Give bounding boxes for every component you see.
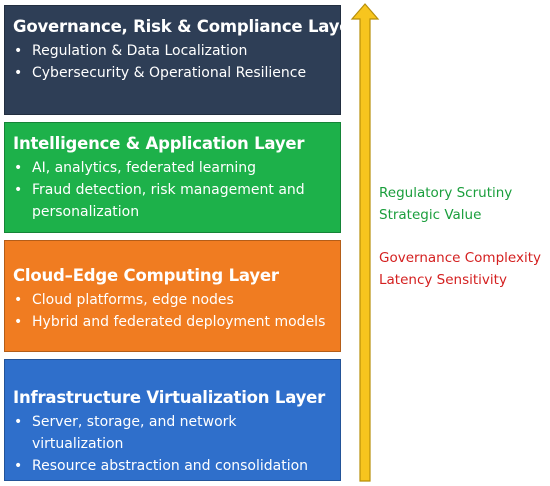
governance-bullet-2: Cybersecurity & Operational Resilience (13, 62, 332, 84)
infrastructure-bullet-2: Resource abstraction and consolidation (13, 455, 332, 477)
cloud-edge-bullet-2: Hybrid and federated deployment models (13, 311, 332, 333)
intelligence-bullet-1: AI, analytics, federated learning (13, 157, 332, 179)
intelligence-bullet-2: Fraud detection, risk management and per… (13, 179, 322, 223)
governance-layer-title: Governance, Risk & Compliance Layer (13, 17, 359, 36)
governance-bullet-1: Regulation & Data Localization (13, 40, 332, 62)
governance-complexity-label: Governance Complexity (379, 250, 541, 266)
strategic-value-label: Strategic Value (379, 207, 482, 223)
infrastructure-layer-box: Infrastructure Virtualization Layer Serv… (4, 359, 341, 481)
cloud-edge-bullet-1: Cloud platforms, edge nodes (13, 289, 332, 311)
intelligence-layer-title: Intelligence & Application Layer (13, 134, 305, 153)
latency-sensitivity-label: Latency Sensitivity (379, 272, 507, 288)
red-side-labels: Governance Complexity Latency Sensitivit… (379, 247, 541, 291)
arrow-shape (350, 3, 380, 482)
upward-arrow-icon (350, 3, 380, 482)
infrastructure-layer-title: Infrastructure Virtualization Layer (13, 388, 326, 407)
infrastructure-bullet-1: Server, storage, and network virtualizat… (13, 411, 332, 455)
governance-layer-box: Governance, Risk & Compliance Layer Regu… (4, 5, 359, 115)
governance-layer-bullets: Regulation & Data Localization Cybersecu… (13, 40, 332, 84)
intelligence-layer-bullets: AI, analytics, federated learning Fraud … (13, 157, 332, 223)
infrastructure-layer-bullets: Server, storage, and network virtualizat… (13, 411, 332, 477)
regulatory-scrutiny-label: Regulatory Scrutiny (379, 185, 513, 201)
cloud-edge-layer-title: Cloud–Edge Computing Layer (13, 266, 279, 285)
intelligence-layer-box: Intelligence & Application Layer AI, ana… (4, 122, 341, 233)
cloud-edge-layer-bullets: Cloud platforms, edge nodes Hybrid and f… (13, 289, 332, 333)
cloud-edge-layer-box: Cloud–Edge Computing Layer Cloud platfor… (4, 240, 341, 352)
green-side-labels: Regulatory Scrutiny Strategic Value (379, 182, 512, 226)
